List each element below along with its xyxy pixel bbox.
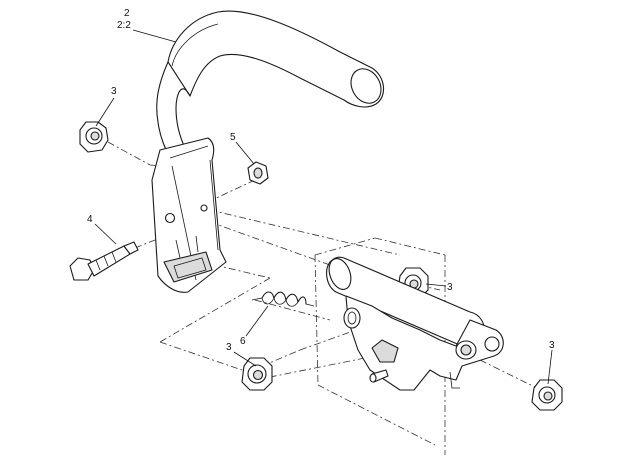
nut-5 xyxy=(247,161,269,185)
leader-lines xyxy=(94,29,553,385)
callout-3a: 3 xyxy=(111,86,117,97)
callout-4: 4 xyxy=(87,214,93,225)
flange-nut-3c xyxy=(241,357,273,391)
bolt-4 xyxy=(69,241,139,281)
callout-3d: 3 xyxy=(549,340,555,351)
callout-2-number: 2 xyxy=(124,8,130,19)
callout-3b: 3 xyxy=(447,282,453,293)
pivot-bracket xyxy=(326,256,504,391)
flange-nut-3d xyxy=(531,379,563,411)
handle-part xyxy=(151,10,384,293)
callout-5: 5 xyxy=(230,132,236,143)
spring-6 xyxy=(251,291,315,307)
callout-6: 6 xyxy=(240,336,246,347)
callout-3c: 3 xyxy=(226,342,232,353)
callout-labels: 2 2:2 3 5 4 3 6 3 3 xyxy=(87,8,555,353)
callout-2-qty: 2:2 xyxy=(117,20,131,31)
flange-nut-3a xyxy=(79,121,109,153)
